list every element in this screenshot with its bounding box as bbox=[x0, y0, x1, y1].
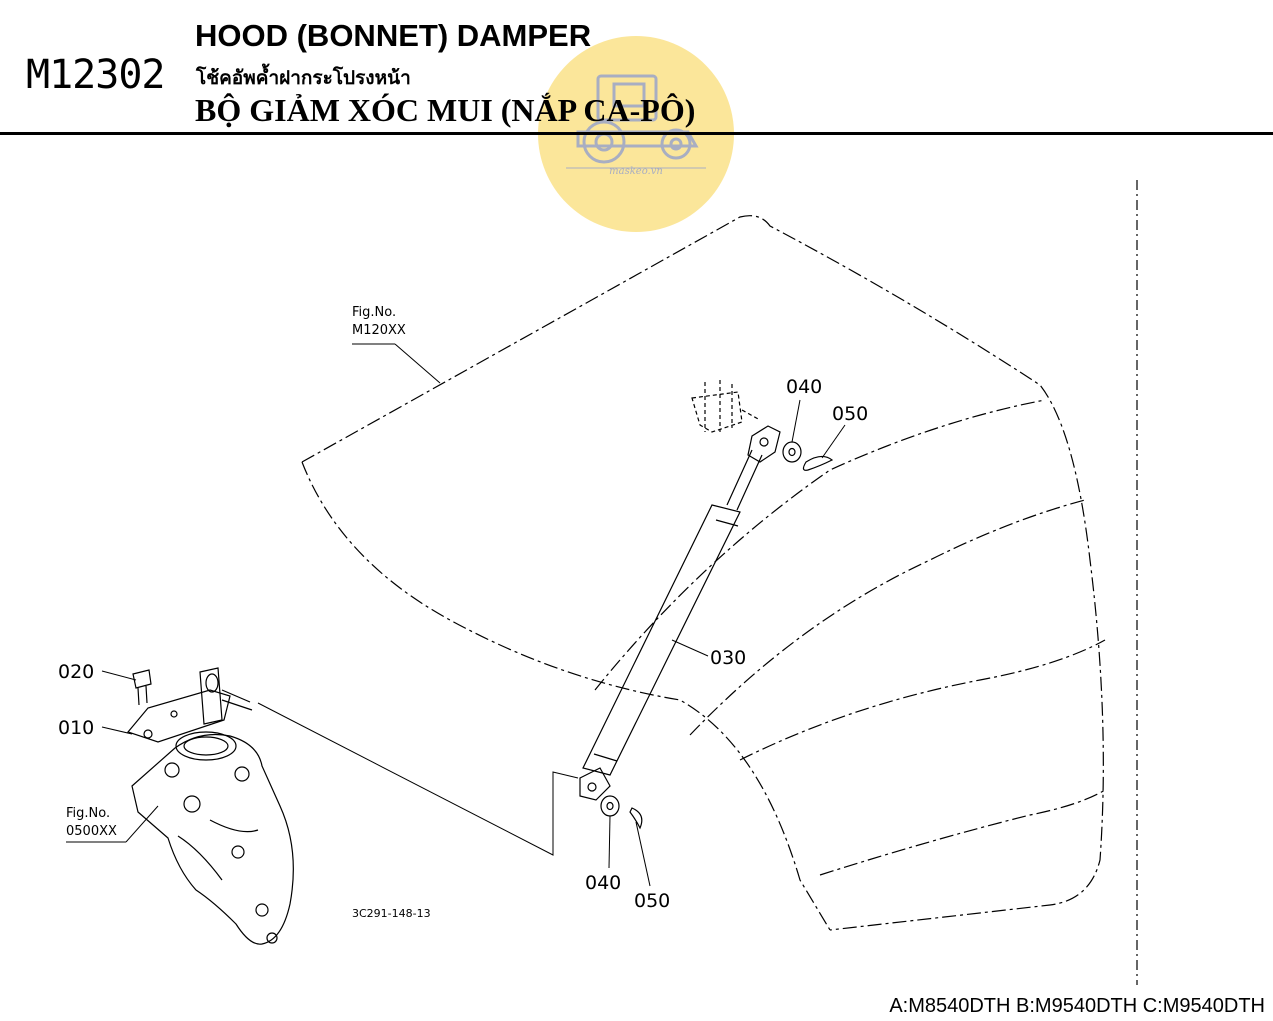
drawing-code: 3C291-148-13 bbox=[352, 907, 431, 920]
callout-050-bottom: 050 bbox=[634, 890, 670, 912]
callout-030: 030 bbox=[710, 647, 746, 669]
snap-pin-upper bbox=[802, 455, 834, 471]
figure-code: M12302 bbox=[26, 52, 165, 98]
fig-ref-hood-line2: M120XX bbox=[352, 323, 406, 338]
fig-ref-bracket-line1: Fig.No. bbox=[66, 806, 110, 821]
title-vietnamese: BỘ GIẢM XÓC MUI (NẮP CA-PÔ) bbox=[195, 92, 696, 128]
hood-outline bbox=[301, 215, 1106, 931]
washer-lower bbox=[600, 795, 620, 817]
fig-ref-bracket-line2: 0500XX bbox=[66, 824, 117, 839]
hinge-bracket bbox=[126, 667, 253, 743]
engine-housing bbox=[131, 731, 294, 945]
title-english: HOOD (BONNET) DAMPER bbox=[195, 18, 592, 53]
snap-pin-lower bbox=[629, 807, 643, 830]
upper-mount-bracket bbox=[691, 380, 761, 433]
title-thai: โช้คอัพค้ำฝากระโปรงหน้า bbox=[196, 67, 411, 89]
leader-lines bbox=[66, 343, 846, 887]
callout-040-bottom: 040 bbox=[585, 872, 621, 894]
gas-damper bbox=[579, 425, 781, 801]
header-rule bbox=[0, 132, 1273, 135]
bolt bbox=[132, 669, 152, 706]
watermark-text: maskeo.vn bbox=[609, 166, 663, 177]
callout-050-top: 050 bbox=[832, 403, 868, 425]
washer-upper bbox=[782, 441, 802, 463]
model-applicability: A:M8540DTH B:M9540DTH C:M9540DTH bbox=[889, 995, 1265, 1017]
fig-ref-hood-line1: Fig.No. bbox=[352, 305, 396, 320]
callout-010: 010 bbox=[58, 717, 94, 739]
callout-040-top: 040 bbox=[786, 376, 822, 398]
tractor-icon bbox=[566, 74, 706, 169]
callout-020: 020 bbox=[58, 661, 94, 683]
